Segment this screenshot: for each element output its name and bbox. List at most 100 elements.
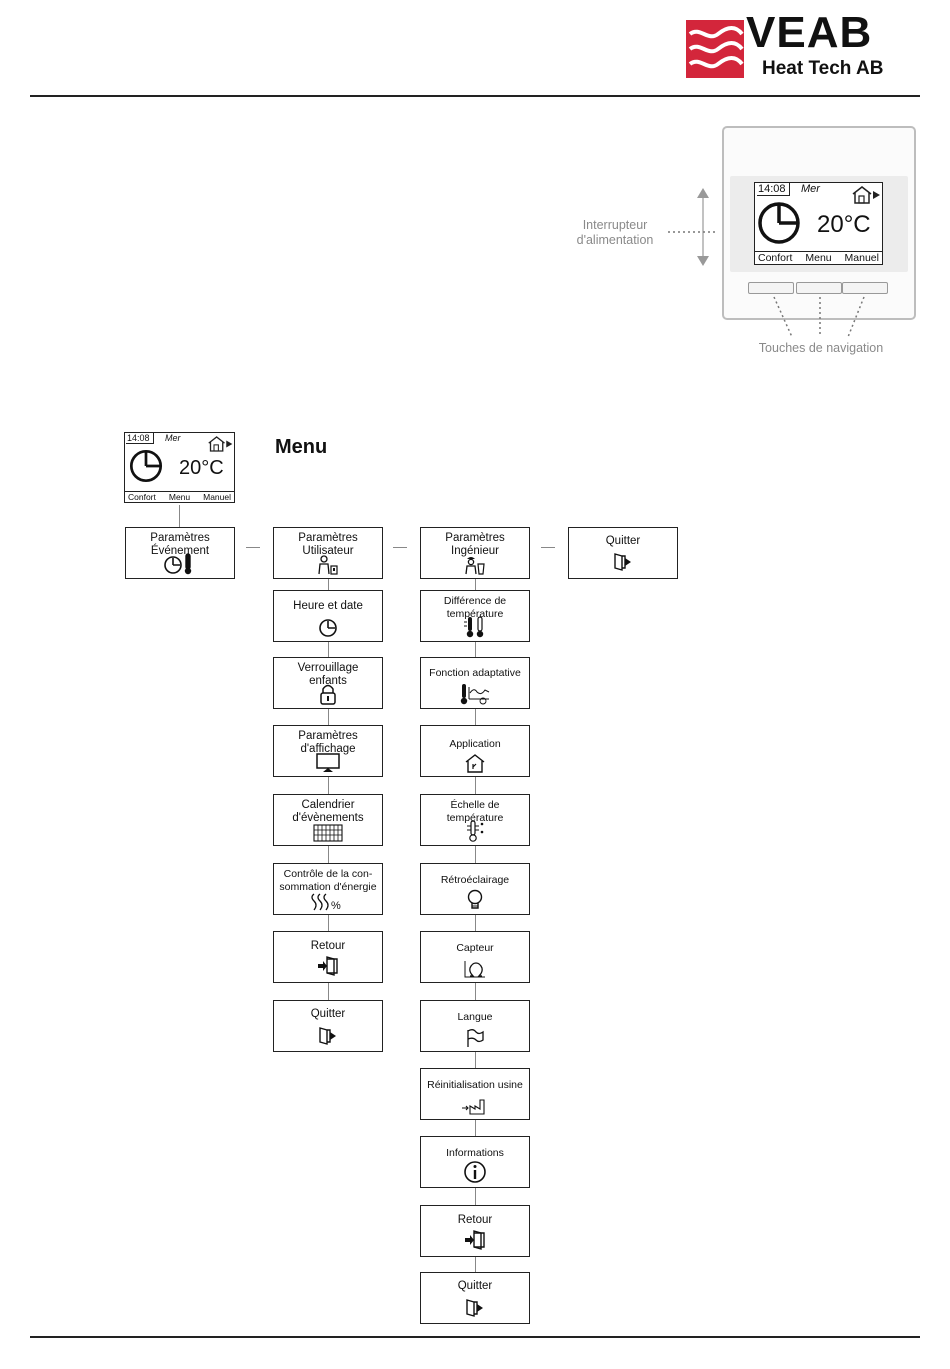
clock-icon	[758, 202, 800, 244]
house-mode-icon	[852, 186, 880, 204]
screen-softkeys: Confort Menu Manuel	[755, 251, 882, 264]
thumb-softkey-menu: Menu	[168, 492, 191, 502]
factory-icon	[421, 1096, 529, 1116]
menu-node-factory-reset[interactable]: Réinitialisation usine	[420, 1068, 530, 1120]
node-label: Paramètres Événement	[150, 532, 210, 557]
connector	[541, 547, 555, 548]
nav-keys-label: Touches de navigation	[758, 341, 884, 355]
softkey-menu[interactable]: Menu	[805, 252, 832, 264]
menu-node-display-settings[interactable]: Paramètres d'affichage	[273, 725, 383, 777]
brand-name: VEAB	[746, 8, 873, 57]
menu-node-information[interactable]: Informations	[420, 1136, 530, 1188]
clock-icon	[129, 449, 163, 483]
menu-node-child-lock[interactable]: Verrouillage enfants	[273, 657, 383, 709]
thumb-softkey-confort: Confort	[128, 492, 156, 502]
exit-door-icon	[274, 1027, 382, 1045]
lock-icon	[274, 683, 382, 705]
menu-node-backlight[interactable]: Rétroéclairage	[420, 863, 530, 915]
thumb-day: Mer	[165, 433, 181, 443]
nav-middle-button[interactable]	[796, 282, 842, 294]
node-label: Échelle de température	[446, 799, 504, 824]
screen-time: 14:08	[757, 183, 790, 196]
node-label: Rétroéclairage	[440, 874, 510, 886]
adaptive-curve-icon	[421, 683, 529, 705]
menu-node-event-settings[interactable]: Paramètres Événement	[125, 527, 235, 579]
node-label: Contrôle de la con-sommation d'énergie	[279, 868, 377, 893]
power-switch-label: Interrupteur d'alimentation	[576, 218, 654, 247]
menu-node-language[interactable]: Langue	[420, 1000, 530, 1052]
node-label: Verrouillage enfants	[297, 662, 359, 687]
menu-node-exit[interactable]: Quitter	[273, 1000, 383, 1052]
softkey-manuel[interactable]: Manuel	[844, 252, 879, 264]
node-label: Application	[449, 738, 501, 750]
display-icon	[274, 753, 382, 773]
menu-node-exit[interactable]: Quitter	[420, 1272, 530, 1324]
menu-node-adaptive-function[interactable]: Fonction adaptative	[420, 657, 530, 709]
menu-node-temperature-difference[interactable]: Différence de température	[420, 590, 530, 642]
nav-keys-pointers	[773, 296, 865, 338]
house-mode-icon	[208, 436, 233, 452]
back-door-icon	[421, 1230, 529, 1250]
header-rule	[30, 95, 920, 97]
connector	[393, 547, 407, 548]
node-label: Capteur	[456, 942, 494, 954]
info-icon	[421, 1160, 529, 1184]
svg-text:%: %	[331, 900, 341, 911]
node-label: Paramètres Utilisateur	[298, 532, 358, 557]
menu-screen-thumbnail: 14:08 Mer 20°C Confort Menu Manuel	[124, 432, 235, 503]
node-label: Informations	[446, 1147, 504, 1159]
node-label: Calendrier d'évènements	[292, 799, 364, 824]
menu-node-exit[interactable]: Quitter	[568, 527, 678, 579]
flag-icon	[421, 1028, 529, 1048]
energy-percent-icon: %	[274, 893, 382, 911]
menu-node-application[interactable]: Application	[420, 725, 530, 777]
thumb-temperature: 20°C	[179, 457, 224, 479]
nav-right-button[interactable]	[842, 282, 888, 294]
house-icon	[421, 753, 529, 773]
menu-node-time-date[interactable]: Heure et date	[273, 590, 383, 642]
thumb-softkey-manuel: Manuel	[203, 492, 231, 502]
softkey-confort[interactable]: Confort	[758, 252, 793, 264]
footer-rule	[30, 1336, 920, 1338]
node-label: Quitter	[457, 1280, 493, 1292]
node-label: Différence de température	[443, 595, 507, 620]
menu-node-engineer-settings[interactable]: Paramètres Ingénieur	[420, 527, 530, 579]
screen-day: Mer	[801, 183, 820, 195]
node-label: Langue	[457, 1011, 493, 1023]
node-label: Paramètres d'affichage	[298, 730, 358, 755]
menu-node-back[interactable]: Retour	[420, 1205, 530, 1257]
menu-node-energy-control[interactable]: Contrôle de la con-sommation d'énergie %	[273, 863, 383, 915]
node-label: Heure et date	[293, 600, 363, 612]
wave-logo-icon	[686, 20, 744, 78]
clock-thermometer-icon	[126, 553, 234, 575]
exit-door-icon	[421, 1299, 529, 1317]
device-screen: 14:08 Mer 20°C Confort Menu Manuel	[754, 182, 883, 265]
thumb-softkeys: Confort Menu Manuel	[125, 491, 234, 502]
clock-icon	[274, 618, 382, 638]
user-icon	[274, 555, 382, 575]
veab-logo: VEAB Heat Tech AB	[686, 8, 906, 80]
menu-node-back[interactable]: Retour	[273, 931, 383, 983]
screen-temperature: 20°C	[817, 211, 871, 238]
calendar-icon	[274, 824, 382, 842]
node-label: Fonction adaptative	[429, 667, 521, 679]
connector	[179, 505, 180, 527]
node-label: Quitter	[310, 1008, 346, 1020]
two-thermometers-icon	[421, 616, 529, 638]
bulb-icon	[421, 889, 529, 911]
menu-title: Menu	[275, 436, 328, 458]
temperature-scale-icon	[421, 820, 529, 842]
power-switch-arrow	[668, 188, 716, 266]
node-label: Retour	[457, 1214, 493, 1226]
menu-node-event-calendar[interactable]: Calendrier d'évènements	[273, 794, 383, 846]
menu-node-user-settings[interactable]: Paramètres Utilisateur	[273, 527, 383, 579]
exit-door-icon	[569, 553, 677, 571]
ohm-sensor-icon	[421, 959, 529, 979]
back-door-icon	[274, 956, 382, 976]
nav-left-button[interactable]	[748, 282, 794, 294]
connector	[246, 547, 260, 548]
menu-node-temperature-scale[interactable]: Échelle de température	[420, 794, 530, 846]
menu-node-sensor[interactable]: Capteur	[420, 931, 530, 983]
node-label: Retour	[310, 940, 346, 952]
thumb-time: 14:08	[126, 433, 154, 444]
